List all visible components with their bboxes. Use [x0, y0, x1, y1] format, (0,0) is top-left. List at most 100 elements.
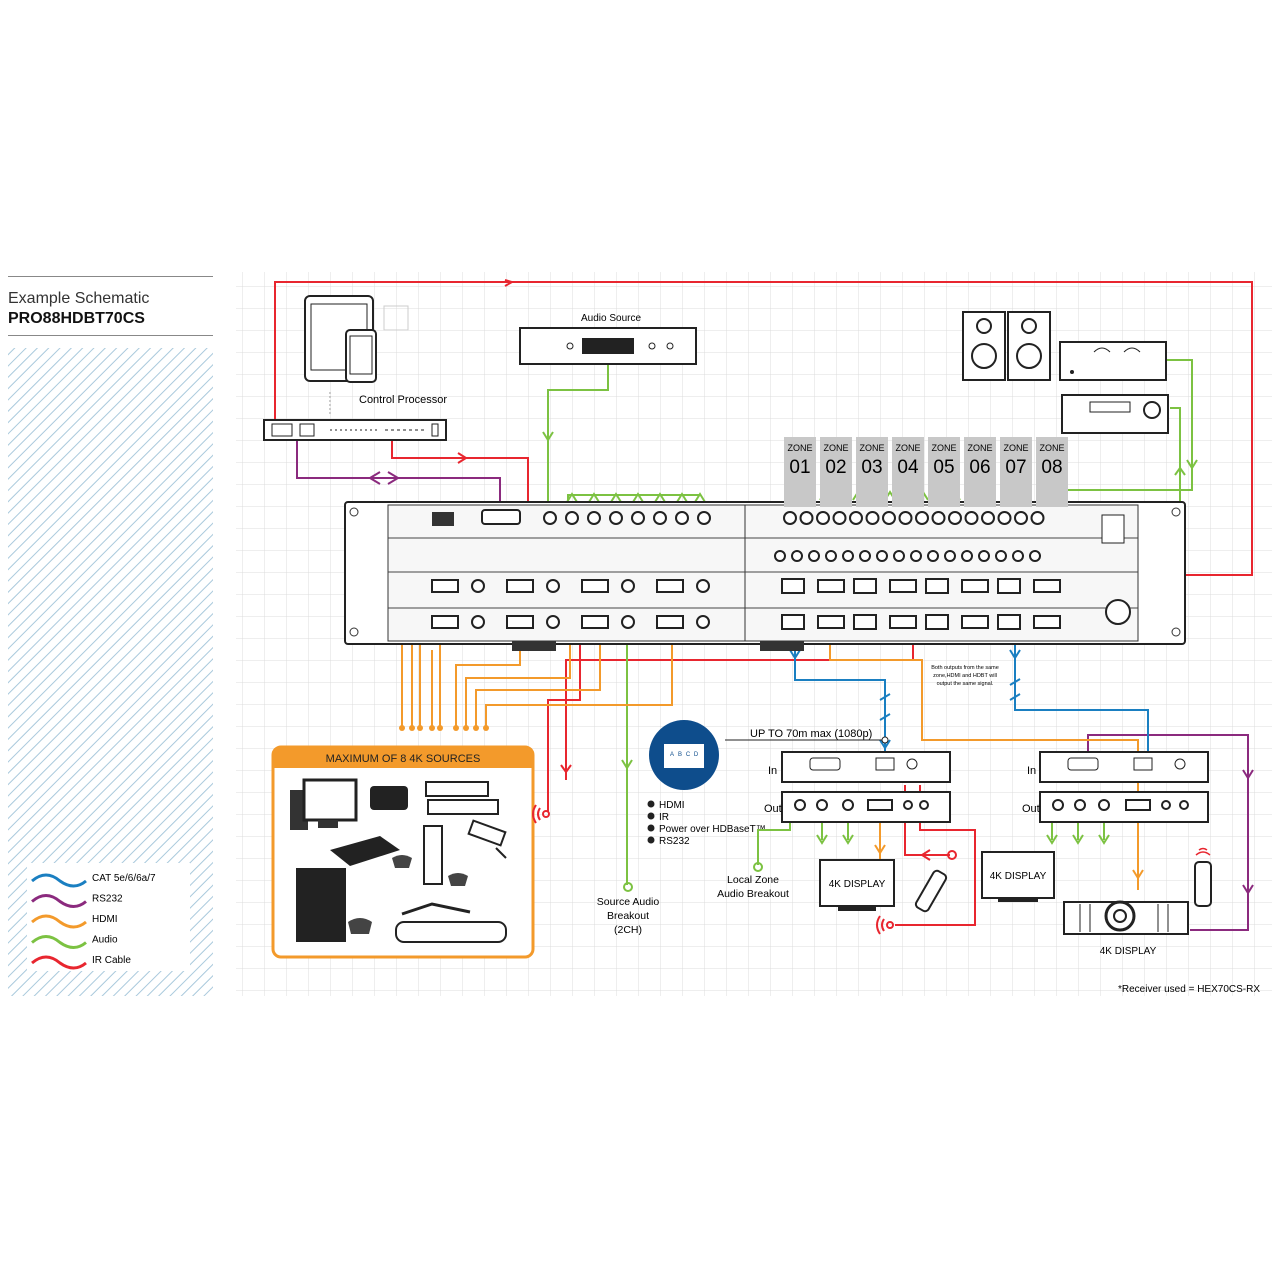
zone-word: ZONE: [931, 443, 956, 453]
zone-audio-out-port: [849, 511, 863, 525]
hdmi-in-port: [506, 615, 534, 629]
zone-number: 01: [789, 457, 810, 478]
schematic-heading: Example Schematic: [8, 290, 150, 307]
ir-port: [910, 550, 922, 562]
ir-port: [876, 550, 888, 562]
zone-audio-out-port: [1030, 511, 1045, 525]
badge-bullet: [647, 824, 655, 832]
zone-word: ZONE: [895, 443, 920, 453]
receiver-1-in-label: In: [768, 765, 777, 777]
label-line: Source Audio: [597, 896, 660, 908]
badge-bullet: [647, 800, 655, 808]
ir-port: [893, 550, 905, 562]
badge-bullet: [647, 812, 655, 820]
ir-port: [927, 550, 939, 562]
hdmi-out-port: [961, 615, 989, 629]
legend-label: RS232: [92, 894, 123, 905]
remote-control-2-icon: [1194, 861, 1212, 907]
receiver-1-in: [781, 751, 951, 783]
xbox-console-icon: [423, 825, 468, 886]
hdmi-out-port: [889, 615, 917, 629]
receiver-1-out: [781, 791, 951, 823]
display-1-icon: [819, 859, 895, 911]
legend-item: RS232: [31, 894, 123, 908]
receiver-2-out: [1039, 791, 1209, 823]
zone-word: ZONE: [1039, 443, 1064, 453]
zone-audio-out-port: [1014, 511, 1028, 525]
audio-in-port: [675, 511, 689, 525]
placeholder-square: [383, 305, 409, 331]
bluray-player-icon: [425, 781, 499, 815]
apple-tv-icon: [370, 786, 408, 810]
hdbt-out-port: [997, 578, 1021, 594]
title-block: Example Schematic PRO88HDBT70CS: [8, 276, 213, 336]
audio-in-port: [565, 511, 579, 525]
legend-item: HDMI: [31, 914, 118, 929]
cat-cables: [789, 640, 1149, 760]
zone-audio-out-port: [783, 511, 797, 525]
ir-port: [944, 550, 956, 562]
zone-audio-out-port: [948, 511, 962, 525]
zone-audio-out-port: [865, 511, 880, 525]
audio-lr-port: [546, 579, 560, 593]
hdmi-out-port: [1033, 579, 1061, 593]
badge-letter: B: [678, 752, 682, 758]
zone-audio-out-port: [799, 511, 814, 525]
title-bottom-rule: [8, 335, 213, 336]
hdmi-in-port: [431, 615, 459, 629]
label-line: Local Zone: [727, 874, 779, 886]
zone-label: ZONE 01: [784, 437, 816, 507]
ir-port: [842, 550, 854, 562]
zone-label: ZONE 08: [1036, 437, 1068, 507]
zone-number: 04: [897, 457, 919, 478]
legend-swatch: [31, 955, 87, 970]
zone-word: ZONE: [859, 443, 884, 453]
display-3-label: 4K DISPLAY: [1100, 946, 1157, 957]
legend-swatch: [31, 914, 87, 929]
hdmi-in-port: [656, 579, 684, 593]
audio-lr-port: [621, 579, 635, 593]
legend-item: Audio: [31, 935, 118, 949]
zone-audio-out-port: [816, 511, 830, 525]
hdbt-out-port: [853, 614, 877, 630]
audio-lr-port: [546, 615, 560, 629]
audio-lr-port: [621, 615, 635, 629]
zone-number: 06: [969, 457, 990, 478]
legend-label: HDMI: [92, 914, 118, 925]
hdmi-out-port: [817, 579, 845, 593]
control-processor-label: Control Processor: [359, 394, 447, 406]
audio-source-label: Audio Source: [581, 313, 641, 324]
zone-word: ZONE: [823, 443, 848, 453]
audio-lr-port: [696, 615, 710, 629]
audio-source-device: [519, 327, 697, 365]
zone-word: ZONE: [967, 443, 992, 453]
ir-port: [961, 550, 973, 562]
zone-audio-out-port: [915, 511, 929, 525]
zone-labels: ZONE01ZONE02ZONE03ZONE04ZONE05ZONE06ZONE…: [784, 437, 1068, 507]
zone-word: ZONE: [787, 443, 812, 453]
audio-in-port: [697, 511, 711, 525]
badge-item-label: HDMI: [659, 800, 685, 811]
model-name: PRO88HDBT70CS: [8, 310, 145, 327]
ir-port: [808, 550, 820, 562]
zone-word: ZONE: [1003, 443, 1028, 453]
hdbt-out-port: [853, 578, 877, 594]
hdmi-out-port: [817, 615, 845, 629]
hdmi-out-port: [889, 579, 917, 593]
badge-item-label: RS232: [659, 836, 690, 847]
display-2-icon: [981, 851, 1055, 902]
zone-number: 08: [1041, 457, 1062, 478]
av-receiver-device: [1061, 394, 1169, 434]
remote-control-1-icon: [914, 869, 948, 913]
zone-number: 03: [861, 457, 882, 478]
hdmi-in-port: [581, 579, 609, 593]
hdmi-source-junction: [399, 725, 489, 731]
legend-swatch: [31, 935, 87, 949]
ir-arrows: [457, 452, 957, 861]
rs232-cables: [296, 440, 1254, 931]
